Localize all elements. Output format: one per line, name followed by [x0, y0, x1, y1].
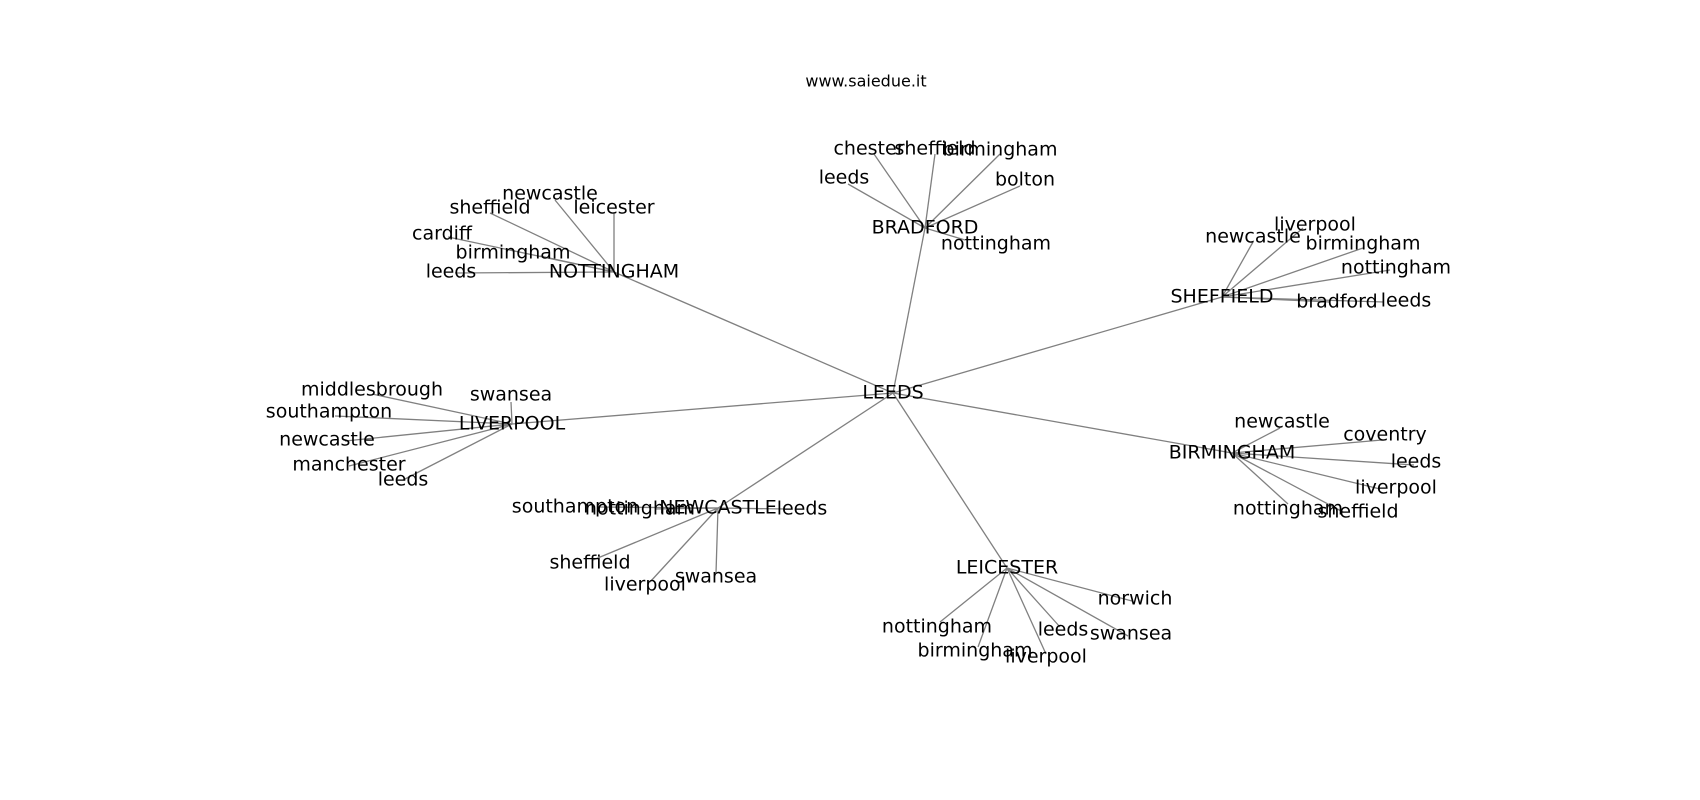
hub-node-birmingham: BIRMINGHAM [1169, 442, 1295, 464]
edge-sheffield-leeds [1221, 296, 1385, 303]
edge-birmingham-coventry [1231, 439, 1383, 454]
leaf-node-birmingham-nottingham: nottingham [1233, 498, 1343, 520]
edge-leicester-swansea [1006, 567, 1129, 637]
edge-bradford-chester [873, 153, 926, 229]
leaf-node-nottingham-cardiff: cardiff [412, 223, 473, 245]
edge-birmingham-leeds [1231, 452, 1415, 466]
leaf-node-sheffield-nottingham: nottingham [1341, 257, 1451, 279]
edge-newcastle-sheffield [592, 507, 719, 561]
leaf-node-liverpool-southampton: southampton [266, 401, 392, 423]
leaf-node-bradford-nottingham: nottingham [941, 233, 1051, 255]
leaf-node-bradford-bolton: bolton [995, 169, 1055, 191]
hub-node-leicester: LEICESTER [956, 557, 1058, 579]
edge-liverpool-newcastle [344, 423, 513, 442]
watermark-text: www.saiedue.it [805, 72, 926, 91]
leaf-node-newcastle-swansea: swansea [675, 566, 757, 588]
leaf-node-sheffield-birmingham: birmingham [1306, 233, 1421, 255]
edge-sheffield-liverpool [1221, 227, 1304, 298]
edge-leeds-leicester [892, 392, 1008, 569]
edge-leeds-nottingham [613, 271, 894, 394]
leaf-node-sheffield-liverpool: liverpool [1274, 214, 1356, 236]
leaf-node-sheffield-leeds: leeds [1381, 290, 1432, 312]
leaf-node-liverpool-leeds: leeds [378, 469, 429, 491]
edge-sheffield-newcastle [1221, 241, 1254, 298]
edge-newcastle-swansea [715, 507, 719, 574]
leaf-node-sheffield-bradford: bradford [1296, 291, 1377, 313]
leaf-node-leicester-leeds: leeds [1038, 619, 1089, 641]
edge-liverpool-middlesbrough [371, 393, 513, 425]
edge-leeds-sheffield [892, 296, 1223, 394]
edge-bradford-bolton [924, 185, 1021, 229]
leaf-node-birmingham-newcastle: newcastle [1234, 411, 1330, 433]
leaf-node-birmingham-leeds: leeds [1391, 451, 1442, 473]
leaf-node-birmingham-coventry: coventry [1343, 424, 1427, 446]
edge-birmingham-sheffield [1231, 452, 1344, 513]
hub-node-bradford: BRADFORD [872, 217, 979, 239]
leaf-node-newcastle-liverpool: liverpool [604, 574, 686, 596]
leaf-node-nottingham-newcastle: newcastle [502, 183, 598, 205]
leaf-node-sheffield-newcastle: newcastle [1205, 226, 1301, 248]
edge-leeds-birmingham [892, 392, 1233, 454]
edge-leicester-birmingham [977, 567, 1008, 648]
root-node-label: LEEDS [862, 382, 923, 404]
edge-leeds-liverpool [511, 392, 894, 425]
edge-bradford-sheffield [924, 153, 936, 229]
leaf-node-liverpool-swansea: swansea [470, 384, 552, 406]
leaf-node-leicester-nottingham: nottingham [882, 616, 992, 638]
edge-newcastle-liverpool [649, 507, 719, 583]
leaf-node-leicester-norwich: norwich [1098, 588, 1173, 610]
leaf-node-leicester-swansea: swansea [1090, 623, 1172, 645]
leaf-node-newcastle-southampton: southampton [512, 496, 638, 518]
edge-leeds-bradford [892, 227, 926, 394]
leaf-node-leicester-liverpool: liverpool [1005, 646, 1087, 668]
leaf-node-bradford-birmingham: birmingham [943, 139, 1058, 161]
edge-newcastle-nottingham [654, 507, 719, 510]
leaf-node-nottingham-leicester: leicester [573, 197, 654, 219]
edge-nottingham-sheffield [489, 212, 615, 273]
leaf-node-liverpool-newcastle: newcastle [279, 429, 375, 451]
edge-liverpool-leeds [402, 423, 513, 481]
leaf-node-newcastle-leeds: leeds [777, 498, 828, 520]
leaf-node-leicester-birmingham: birmingham [918, 640, 1033, 662]
leaf-node-newcastle-nottingham: nottingham [585, 498, 695, 520]
edge-liverpool-manchester [348, 423, 513, 467]
hub-node-sheffield: SHEFFIELD [1170, 286, 1273, 308]
graph-edges [334, 153, 1415, 655]
hub-node-newcastle: NEWCASTLE [659, 497, 777, 519]
leaf-node-birmingham-liverpool: liverpool [1355, 477, 1437, 499]
edge-nottingham-leeds [454, 271, 615, 274]
edge-liverpool-swansea [510, 401, 513, 425]
edge-sheffield-nottingham [1221, 269, 1391, 298]
edge-bradford-nottingham [924, 227, 966, 241]
edge-birmingham-nottingham [1231, 452, 1289, 505]
edge-sheffield-birmingham [1221, 247, 1364, 298]
edge-bradford-birmingham [924, 153, 1001, 229]
edge-leicester-norwich [1006, 567, 1133, 602]
leaf-node-nottingham-leeds: leeds [426, 261, 477, 283]
leaf-node-newcastle-sheffield: sheffield [549, 552, 630, 574]
hub-node-nottingham: NOTTINGHAM [549, 261, 679, 283]
leaf-node-bradford-leeds: leeds [819, 167, 870, 189]
edge-birmingham-liverpool [1231, 452, 1381, 490]
leaf-node-birmingham-sheffield: sheffield [1317, 501, 1398, 523]
leaf-node-liverpool-manchester: manchester [292, 454, 405, 476]
leaf-node-bradford-chester: chester [833, 138, 904, 160]
edge-leicester-liverpool [1006, 567, 1047, 655]
hub-node-liverpool: LIVERPOOL [459, 413, 566, 435]
graph-labels: www.saiedue.it LEEDS NOTTINGHAM newcastle… [266, 72, 1451, 668]
leaf-node-nottingham-sheffield: sheffield [449, 197, 530, 219]
edge-bradford-leeds [847, 183, 926, 229]
edge-leicester-leeds [1006, 567, 1061, 628]
edge-leeds-newcastle [717, 392, 894, 509]
leaf-node-nottingham-birmingham: birmingham [456, 242, 571, 264]
edge-leicester-nottingham [939, 567, 1008, 623]
leaf-node-bradford-sheffield: sheffield [894, 138, 975, 160]
edge-nottingham-birmingham [539, 255, 615, 273]
edge-nottingham-newcastle [554, 199, 615, 273]
edge-liverpool-southampton [334, 415, 513, 425]
edge-newcastle-leeds [717, 507, 786, 510]
edge-birmingham-newcastle [1231, 427, 1281, 454]
leaf-node-liverpool-middlesbrough: middlesbrough [301, 379, 443, 401]
